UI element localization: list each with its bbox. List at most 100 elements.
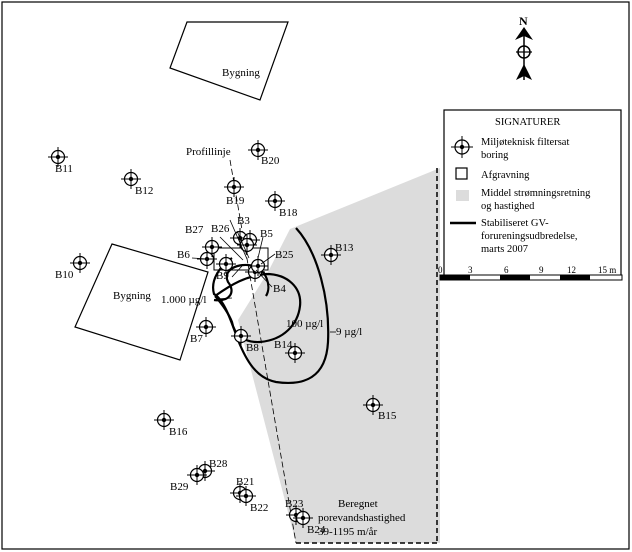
building-west: Bygning xyxy=(74,243,209,361)
borehole-label: B24 xyxy=(307,524,326,536)
legend-flow-line-1: Middel strømningsretning xyxy=(481,188,591,199)
borehole-icon xyxy=(248,256,268,276)
borehole-label: B9 xyxy=(216,270,229,282)
borehole-icon xyxy=(321,245,341,265)
borehole-label: B26 xyxy=(211,223,230,235)
legend-plume-line-1: Stabiliseret GV- xyxy=(481,218,549,229)
velocity-note-line-3: 39-1195 m/år xyxy=(318,526,377,538)
scale-bar: 0 3 6 9 12 15 m xyxy=(438,265,623,281)
scale-tick-15: 15 m xyxy=(598,265,616,275)
borehole-icon xyxy=(265,191,285,211)
borehole-b18: B18 xyxy=(265,191,298,219)
borehole-icon xyxy=(187,465,207,485)
profile-line xyxy=(229,159,297,544)
borehole-icon xyxy=(285,343,305,363)
scale-tick-3: 3 xyxy=(468,265,473,275)
contour-leader-1000 xyxy=(215,297,233,300)
borehole-b11: B11 xyxy=(48,147,73,175)
north-label: N xyxy=(519,14,528,28)
borehole-label: B11 xyxy=(55,163,73,175)
borehole-b29: B29 xyxy=(170,465,207,493)
borehole-label: B22 xyxy=(250,502,268,514)
borehole-label: B28 xyxy=(209,458,228,470)
borehole-b9: B9 xyxy=(216,254,236,282)
scale-tick-9: 9 xyxy=(539,265,544,275)
borehole-label: B6 xyxy=(177,249,190,261)
borehole-label: B12 xyxy=(135,185,153,197)
legend-plume-line-3: marts 2007 xyxy=(481,244,528,255)
contour-label-1000: 1.000 µg/l xyxy=(161,294,206,306)
velocity-note-line-1: Beregnet xyxy=(338,498,378,510)
borehole-icon xyxy=(202,237,222,257)
borehole-label: B29 xyxy=(170,481,189,493)
scale-tick-12: 12 xyxy=(567,265,576,275)
borehole-icon xyxy=(231,326,251,346)
borehole-label: B10 xyxy=(55,269,74,281)
legend: SIGNATURER Miljøteknisk filtersat boring… xyxy=(443,109,622,277)
borehole-label: B20 xyxy=(261,155,280,167)
borehole-icon xyxy=(224,177,244,197)
borehole-b8: B8 xyxy=(231,326,259,354)
borehole-b24: B24 xyxy=(293,508,326,536)
legend-borehole-icon xyxy=(451,136,473,158)
borehole-b14: B14 xyxy=(274,339,305,363)
velocity-note-line-2: porevandshastighed xyxy=(318,512,406,524)
borehole-b27: B27 xyxy=(185,224,222,257)
building-north: Bygning xyxy=(169,21,289,101)
borehole-label: B16 xyxy=(169,426,188,438)
borehole-b22: B22 xyxy=(236,486,268,514)
contour-9 xyxy=(212,227,330,384)
borehole-label: B18 xyxy=(279,207,298,219)
borehole-label: B5 xyxy=(260,228,273,240)
legend-plume-line-2: forureningsudbredelse, xyxy=(481,231,578,242)
legend-borehole-line-1: Miljøteknisk filtersat xyxy=(481,137,569,148)
borehole-b25: B25 xyxy=(248,249,294,276)
borehole-label: B4 xyxy=(273,283,286,295)
borehole-b19: B19 xyxy=(224,177,245,207)
borehole-icon xyxy=(248,140,268,160)
borehole-b7: B7 xyxy=(190,317,216,345)
borehole-icon xyxy=(121,169,141,189)
borehole-label: B21 xyxy=(236,476,254,488)
borehole-b26: B26 xyxy=(211,223,257,255)
borehole-label: B13 xyxy=(335,242,354,254)
flow-direction-area xyxy=(238,168,440,543)
borehole-label: B19 xyxy=(226,195,245,207)
contour-label-9: 9 µg/l xyxy=(336,326,362,338)
borehole-b13: B13 xyxy=(321,242,354,265)
legend-flow-icon xyxy=(456,190,469,201)
scale-tick-0: 0 xyxy=(438,265,443,275)
north-arrow-tail-icon xyxy=(516,64,532,80)
scale-tick-6: 6 xyxy=(504,265,509,275)
borehole-icon xyxy=(196,317,216,337)
borehole-b20: B20 xyxy=(248,140,280,167)
borehole-icon xyxy=(216,254,236,274)
borehole-label: B14 xyxy=(274,339,293,351)
borehole-b6: B6 xyxy=(177,249,217,269)
borehole-label: B27 xyxy=(185,224,204,236)
borehole-icon xyxy=(236,486,256,506)
contour-label-100: 100 µg/l xyxy=(286,318,323,330)
borehole-label: B3 xyxy=(237,215,250,227)
north-arrow: N xyxy=(515,14,533,80)
profile-line-label: Profillinje xyxy=(186,146,231,158)
borehole-b10: B10 xyxy=(55,253,90,281)
borehole-icon xyxy=(48,147,68,167)
contour-1000 xyxy=(213,263,270,302)
borehole-b16: B16 xyxy=(154,410,188,438)
legend-title: SIGNATURER xyxy=(495,117,560,128)
borehole-icon xyxy=(154,410,174,430)
borehole-icon xyxy=(70,253,90,273)
borehole-label: B15 xyxy=(378,410,397,422)
borehole-icon xyxy=(293,508,313,528)
borehole-label: B7 xyxy=(190,333,203,345)
borehole-label: B8 xyxy=(246,342,259,354)
legend-excavation-label: Afgravning xyxy=(481,170,530,181)
building-north-label: Bygning xyxy=(222,67,260,79)
borehole-b12: B12 xyxy=(121,169,153,197)
borehole-leaders xyxy=(191,219,276,288)
borehole-icon xyxy=(363,395,383,415)
